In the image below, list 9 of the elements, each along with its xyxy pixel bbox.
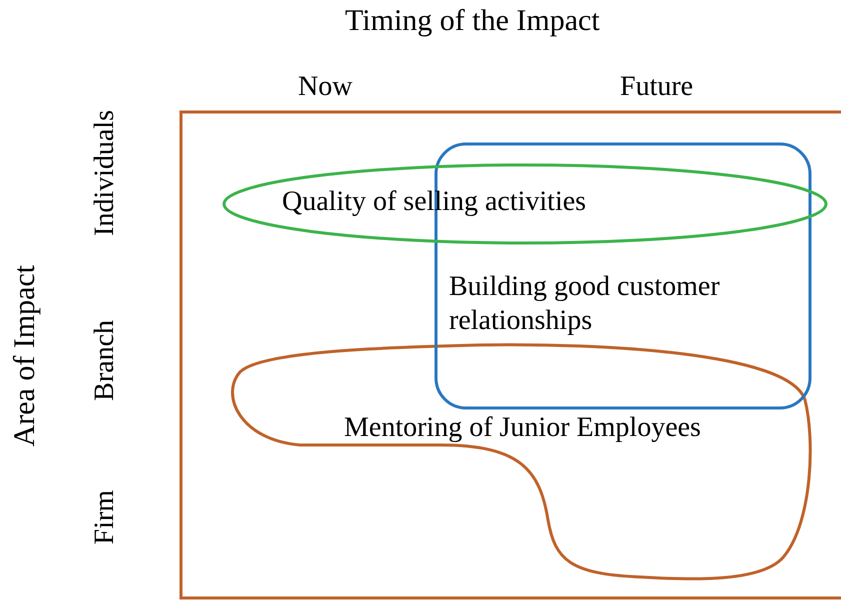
axis-title: Area of Impact — [8, 265, 42, 447]
axis-title: Timing of the Impact — [345, 4, 600, 38]
column-heading: Future — [620, 70, 694, 104]
row-heading: Firm — [88, 490, 121, 544]
shape-label: Building good customer relationships — [449, 270, 721, 338]
row-heading: Individuals — [88, 110, 121, 236]
column-heading: Now — [298, 70, 352, 104]
row-heading: Branch — [88, 320, 121, 401]
shape-label: Mentoring of Junior Employees — [344, 411, 701, 445]
